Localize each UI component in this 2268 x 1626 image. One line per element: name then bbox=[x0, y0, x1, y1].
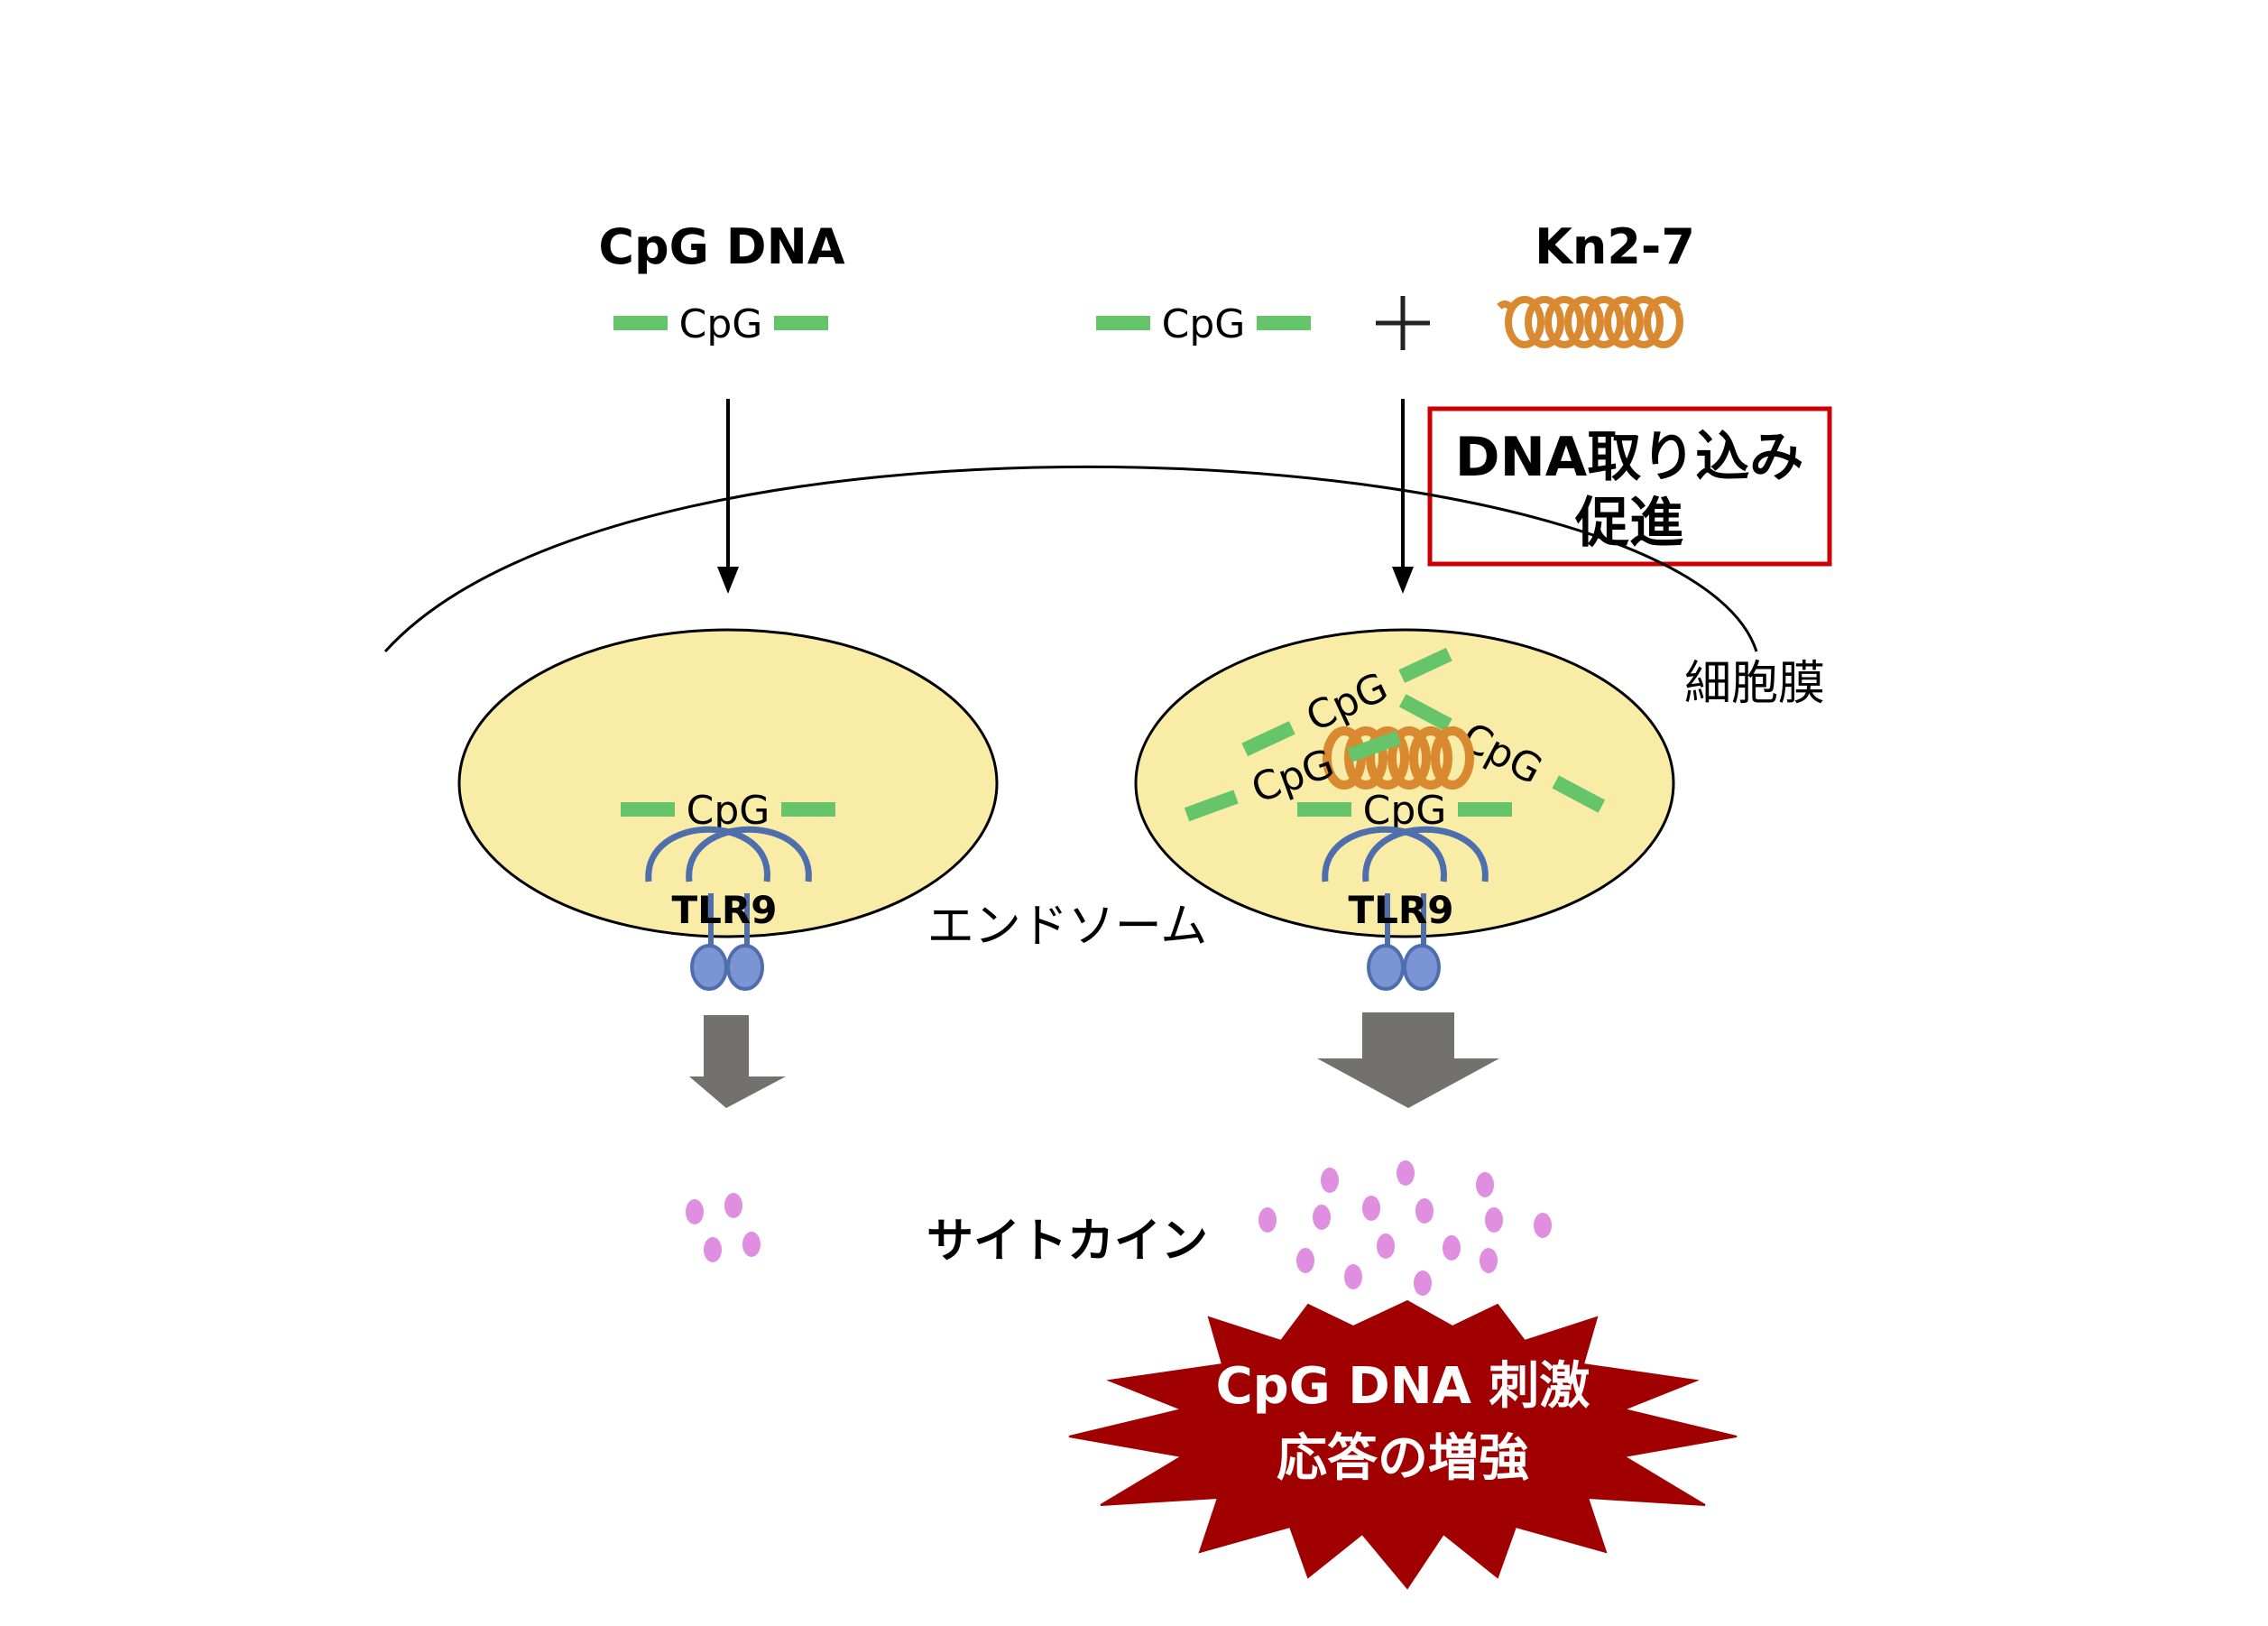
uptake-line1: DNA取り込み bbox=[1455, 426, 1803, 489]
kn27-heading: Kn2-7 bbox=[1535, 218, 1695, 275]
cpg-label: CpG bbox=[687, 788, 770, 834]
endosome-left bbox=[457, 628, 999, 938]
cpg-label: CpG bbox=[1162, 301, 1246, 347]
uptake-promotion-box: DNA取り込み 促進 bbox=[1427, 406, 1832, 567]
cell-membrane bbox=[383, 465, 1758, 653]
tlr9-label: TLR9 bbox=[1349, 888, 1454, 932]
kn27-helix-endosome-icon bbox=[1323, 726, 1474, 790]
cpg-strand-left-top: CpG bbox=[613, 301, 828, 347]
tlr9-receptor-right: TLR9 bbox=[1322, 826, 1489, 991]
cpg-strand-right-top: CpG bbox=[1096, 301, 1311, 347]
cpg-dna-heading: CpG DNA bbox=[598, 218, 844, 275]
uptake-line2: 促進 bbox=[1574, 492, 1683, 555]
signal-arrow-small bbox=[689, 1015, 786, 1108]
tlr9-receptor-left: TLR9 bbox=[645, 826, 812, 991]
burst-shape bbox=[1068, 1299, 1738, 1590]
cpg-label: CpG bbox=[679, 301, 763, 347]
endosome-label: エンドソーム bbox=[927, 900, 1207, 954]
cytokines-left bbox=[686, 1193, 761, 1262]
kn27-helix-top-icon bbox=[1497, 296, 1683, 348]
arrow-down-right bbox=[1392, 399, 1414, 594]
plus-sign bbox=[1376, 296, 1430, 350]
cytokine-label: サイトカイン bbox=[927, 1215, 1208, 1269]
signal-arrow-large bbox=[1317, 1012, 1499, 1108]
result-line2: 応答の増強 bbox=[1277, 1429, 1529, 1488]
result-burst: CpG DNA 刺激 応答の増強 bbox=[1068, 1299, 1738, 1590]
tlr9-label: TLR9 bbox=[672, 888, 778, 932]
cytokines-right bbox=[1258, 1160, 1552, 1296]
membrane-label: 細胞膜 bbox=[1684, 657, 1825, 711]
cpg-strand-left-endosome: CpG bbox=[621, 788, 835, 834]
cpg-label: CpG bbox=[1363, 788, 1447, 834]
cpg-strand-right-endosome: CpG bbox=[1297, 788, 1512, 834]
arrow-down-left bbox=[717, 399, 739, 594]
result-line1: CpG DNA 刺激 bbox=[1216, 1357, 1590, 1416]
